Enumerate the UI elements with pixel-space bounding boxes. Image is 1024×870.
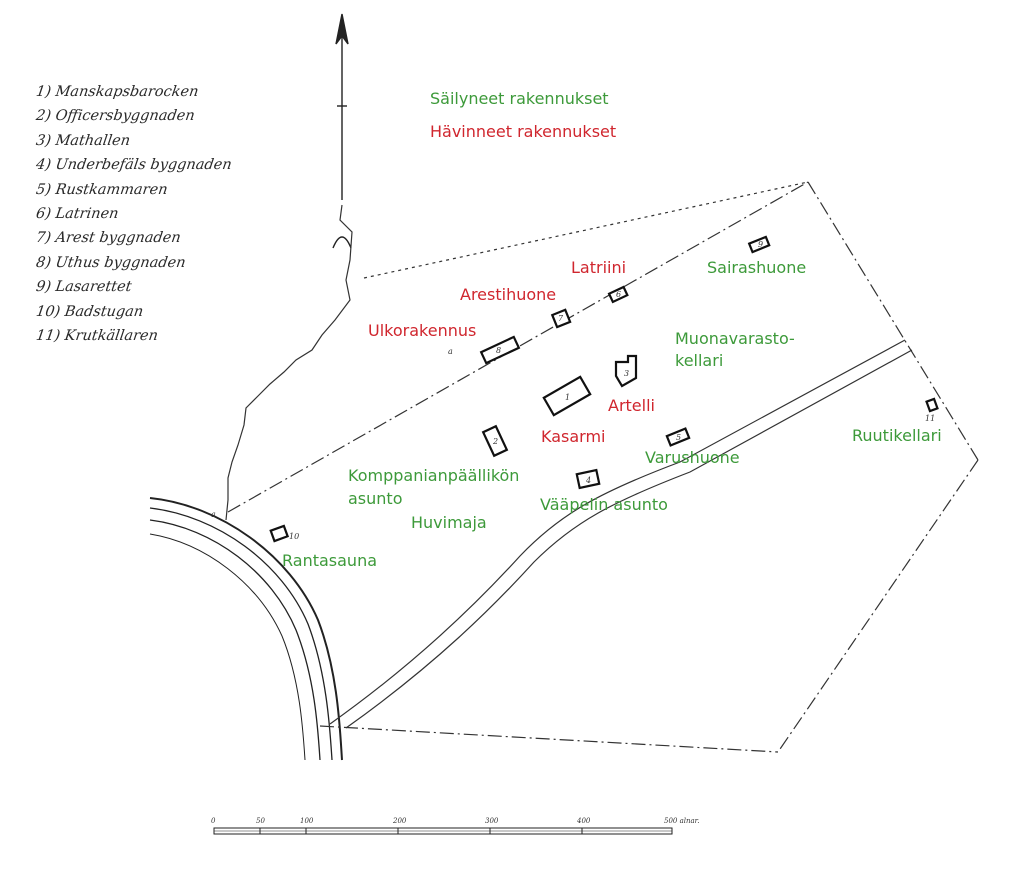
label-arrest: Arestihuone — [460, 285, 557, 304]
road — [329, 339, 913, 729]
legend-item: 3) Mathallen — [34, 132, 132, 149]
building-number: 7 — [558, 314, 564, 323]
building-number: 11 — [925, 414, 935, 423]
scale-tick-label: 50 — [256, 817, 265, 825]
legend-item: 11) Krutkällaren — [34, 327, 160, 344]
legend-item: 9) Lasarettet — [34, 279, 133, 296]
label-outbuilding: Ulkorakennus — [368, 321, 477, 340]
legend-item: 4) Underbefäls byggnaden — [34, 157, 233, 174]
building-number-labels: 1 2 3 4 5 6 7 8 9 10 11 a a — [211, 240, 935, 541]
legend-preserved: Säilyneet rakennukset — [430, 89, 609, 108]
building-number: 5 — [676, 433, 681, 442]
label-hospital: Sairashuone — [707, 258, 807, 277]
label-powder-cellar: Ruutikellari — [852, 426, 942, 445]
label-cellar-line2: kellari — [675, 351, 724, 370]
site-boundary — [227, 181, 979, 753]
legend-item: 2) Officersbyggnaden — [34, 108, 196, 125]
label-mess: Artelli — [608, 396, 655, 415]
building-armory — [665, 427, 691, 447]
label-captain-line1: Komppanianpäällikön — [348, 466, 520, 485]
buildings — [269, 235, 939, 543]
river-band — [149, 497, 343, 761]
building-officers — [481, 424, 509, 458]
label-sauna: Rantasauna — [282, 551, 378, 570]
scale-bar — [213, 827, 673, 835]
building-number: 3 — [624, 369, 629, 378]
legend-item: 10) Badstugan — [34, 303, 145, 320]
label-sergeant: Vääpelin asunto — [540, 495, 668, 514]
building-powder — [925, 397, 939, 413]
building-arrest — [550, 308, 572, 329]
corner-mark: a — [448, 347, 453, 356]
building-number: 8 — [496, 346, 501, 355]
legend-item: 8) Uthus byggnaden — [34, 254, 187, 271]
label-latrine: Latriini — [571, 258, 627, 277]
building-number: 10 — [289, 532, 299, 541]
scale-tick-label: 200 — [393, 817, 407, 825]
building-latrine — [607, 285, 629, 304]
scale-tick-label: 500 alnar. — [664, 817, 700, 825]
building-number: 9 — [758, 240, 763, 249]
scale-tick-label: 0 — [211, 817, 216, 825]
legend-item: 7) Arest byggnaden — [34, 230, 182, 247]
scale-tick-label: 400 — [577, 817, 591, 825]
legend-lost: Hävinneet rakennukset — [430, 122, 617, 141]
building-mess — [614, 354, 638, 388]
building-number: 2 — [492, 437, 498, 446]
original-legend: 1) Manskapsbarocken 2) Officersbyggnaden… — [34, 80, 276, 348]
label-barracks: Kasarmi — [541, 427, 606, 446]
label-cellar-line1: Muonavarasto- — [675, 329, 795, 348]
label-pavilion: Huvimaja — [411, 513, 487, 532]
building-number: 6 — [616, 290, 621, 299]
corner-mark: a — [211, 510, 216, 519]
legend-item: 1) Manskapsbarocken — [34, 84, 200, 100]
label-captain-line2: asunto — [348, 489, 403, 508]
scale-tick-label: 300 — [485, 817, 499, 825]
scale-tick-label: 100 — [300, 817, 314, 825]
building-nco — [575, 468, 601, 490]
label-armory: Varushuone — [645, 448, 740, 467]
north-arrow-icon — [332, 13, 352, 249]
legend-item: 5) Rustkammaren — [34, 181, 169, 198]
legend-item: 6) Latrinen — [34, 205, 120, 222]
building-outbuilding — [479, 335, 521, 365]
building-barracks — [542, 375, 592, 417]
building-number: 4 — [585, 476, 591, 485]
building-sauna — [269, 524, 290, 543]
building-number: 1 — [565, 393, 570, 402]
shoreline-line — [225, 204, 353, 521]
building-hospital — [747, 235, 771, 254]
